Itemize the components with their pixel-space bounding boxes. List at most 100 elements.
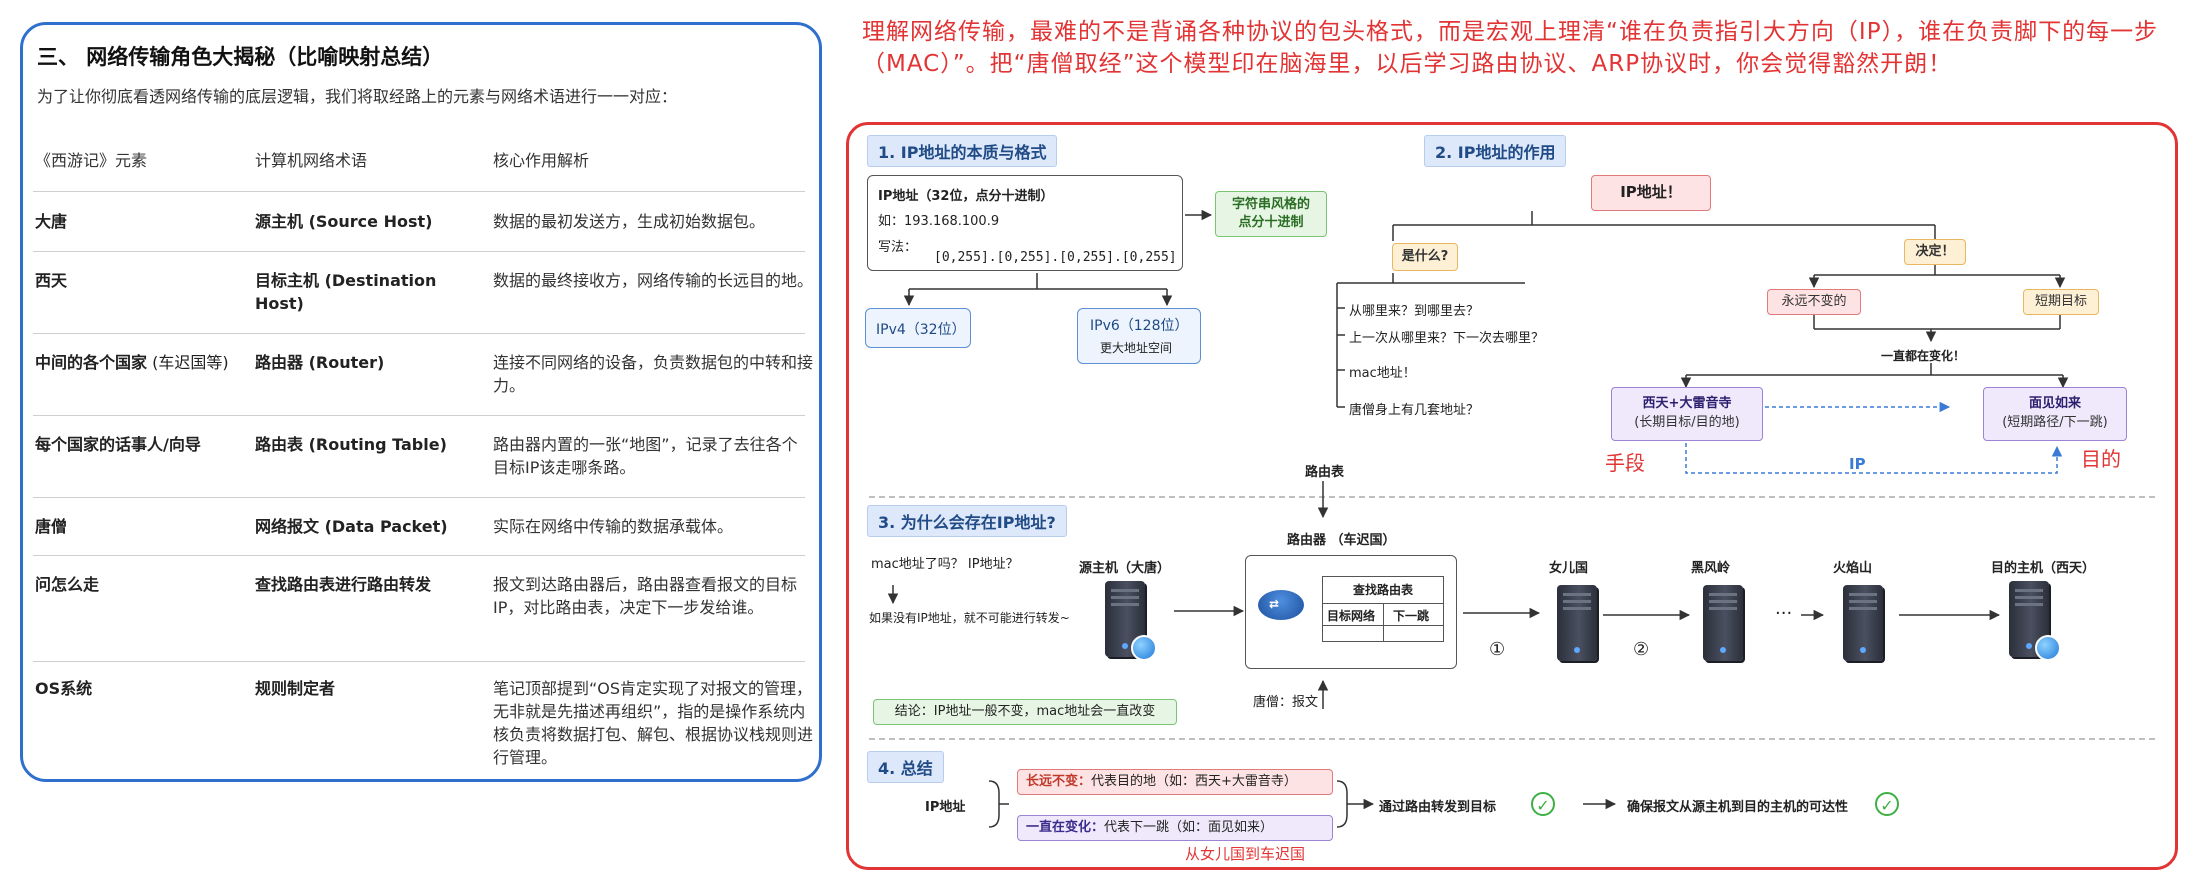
summary-forever-box: 长远不变：代表目的地（如：西天+大雷音寺） xyxy=(1017,769,1333,795)
table-cell-element: OS系统 xyxy=(35,679,93,698)
server-heifengling-icon xyxy=(1703,585,1743,661)
hand-label-goal: 目的 xyxy=(2081,447,2121,471)
monk-packet-label: 唐僧：报文 xyxy=(1253,695,1319,710)
ip-syntax-format: [0,255].[0,255].[0,255].[0,255] xyxy=(934,250,1177,265)
table-cell-element: 中间的各个国家 (车迟国等) xyxy=(35,351,235,374)
row-divider xyxy=(33,191,805,192)
table-cell-explain: 路由器内置的一张“地图”，记录了去往各个目标IP该走哪条路。 xyxy=(493,435,798,477)
summary-step-2: 确保报文从源主机到目的主机的可达性 xyxy=(1627,800,1849,815)
table-cell-term: 路由器 (Router) xyxy=(255,353,385,372)
what-node: 是什么? xyxy=(1392,243,1458,271)
header-explanation: 核心作用解析 xyxy=(493,151,590,170)
table-cell-explain: 实际在网络中传输的数据承载体。 xyxy=(493,517,734,536)
section-2-title: 2. IP地址的作用 xyxy=(1424,135,1567,167)
section-intro: 为了让你彻底看透网络传输的底层逻辑，我们将取经路上的元素与网络术语进行一一对应： xyxy=(37,87,678,106)
table-cell-term: 源主机 (Source Host) xyxy=(255,212,433,231)
table-cell-element: 每个国家的话事人/向导 xyxy=(35,435,201,454)
summary-step-1: 通过路由转发到目标 xyxy=(1379,800,1497,815)
globe-icon xyxy=(2035,635,2061,661)
hand-note-route: 从女儿国到车迟国 xyxy=(1185,845,1306,863)
table-cell-element: 唐僧 xyxy=(35,517,68,536)
table-cell-explain: 数据的最终接收方，网络传输的长远目的地。 xyxy=(493,271,814,290)
cell-main: 中间的各个国家 xyxy=(35,353,148,372)
question-from-to: 从哪里来？到哪里去？ xyxy=(1349,304,1480,319)
table-cell-element: 问怎么走 xyxy=(35,575,100,594)
section-1-title: 1. IP地址的本质与格式 xyxy=(867,135,1058,167)
routing-table-title: 查找路由表 xyxy=(1352,583,1413,597)
table-cell-term: 目标主机 (Destination Host) xyxy=(255,271,437,313)
table-cell-term: 网络报文 (Data Packet) xyxy=(255,517,448,536)
summary-forever-text: 代表目的地（如：西天+大雷音寺） xyxy=(1091,774,1297,789)
ip-link-label: IP xyxy=(1849,455,1866,473)
handwritten-note: 理解网络传输，最难的不是背诵各种协议的包头格式，而是宏观上理清“谁在负责指引大方… xyxy=(862,19,2159,77)
route-table-label: 路由表 xyxy=(1305,465,1345,480)
table-cell-explain: 连接不同网络的设备，负责数据包的中转和接力。 xyxy=(493,353,814,395)
summary-ip-label: IP地址 xyxy=(925,800,966,815)
short-term-node: 短期目标 xyxy=(2023,289,2099,315)
hand-label-means: 手段 xyxy=(1605,451,1645,475)
ipv6-subtitle: 更大地址空间 xyxy=(1100,341,1173,355)
cell-sub: (车迟国等) xyxy=(147,353,229,372)
ip-root-node: IP地址！ xyxy=(1591,175,1711,211)
summary-forever-label: 长远不变： xyxy=(1026,774,1092,789)
table-cell-explain: 笔记顶部提到“OS肯定实现了对报文的管理，无非就是先描述再组织”，指的是操作系统… xyxy=(493,679,814,767)
row-divider xyxy=(33,555,805,556)
ip-format-heading: IP地址（32位，点分十进制） xyxy=(878,189,1054,204)
section-4-title: 4. 总结 xyxy=(867,751,944,783)
step-1-marker: ① xyxy=(1489,639,1506,660)
summary-change-text: 代表下一跳（如：面见如来） xyxy=(1104,820,1274,835)
west-title: 西天+大雷音寺 xyxy=(1642,396,1732,411)
string-style-tag: 字符串风格的 点分十进制 xyxy=(1215,191,1327,237)
no-ip-answer: 如果没有IP地址，就不可能进行转发~ xyxy=(869,611,1070,625)
hop-3-label: 火焰山 xyxy=(1833,561,1873,576)
row-divider xyxy=(33,333,805,334)
meet-node: 面见如来 (短期路径/下一跳) xyxy=(1983,387,2127,441)
west-node: 西天+大雷音寺 (长期目标/目的地) xyxy=(1611,387,1763,441)
row-divider xyxy=(33,497,805,498)
table-cell-element: 西天 xyxy=(35,271,68,290)
server-huoyanshan-icon xyxy=(1843,585,1883,661)
ip-diagram-panel: 1. IP地址的本质与格式 IP地址（32位，点分十进制） 如：193.168.… xyxy=(846,122,2178,870)
summary-change-box: 一直在变化：代表下一跳（如：面见如来） xyxy=(1017,815,1333,841)
ipv4-box: IPv4（32位） xyxy=(865,308,971,348)
mac-address-note: mac地址！ xyxy=(1349,366,1416,381)
step-2-marker: ② xyxy=(1633,639,1650,660)
table-cell-explain: 报文到达路由器后，路由器查看报文的目标IP，对比路由表，决定下一步发给谁。 xyxy=(493,575,798,617)
header-xiyouji: 《西游记》元素 xyxy=(35,151,148,170)
conclusion-box: 结论：IP地址一般不变，mac地址会一直改变 xyxy=(873,699,1177,725)
ipv4-label: IPv4（32位） xyxy=(876,322,966,338)
section-3-title: 3. 为什么会存在IP地址? xyxy=(867,505,1067,537)
forever-node: 永远不变的 xyxy=(1767,289,1861,315)
router-icon: ⇄ xyxy=(1258,590,1304,620)
routing-table-box: 查找路由表 目标网络 下一跳 xyxy=(1322,576,1444,642)
row-divider xyxy=(33,251,805,252)
check-icon: ✓ xyxy=(1875,792,1899,816)
west-subtitle: (长期目标/目的地) xyxy=(1634,415,1740,430)
table-cell-term: 查找路由表进行路由转发 xyxy=(255,575,432,594)
header-network-term: 计算机网络术语 xyxy=(255,151,368,170)
changing-label: 一直都在变化！ xyxy=(1881,349,1966,363)
globe-icon xyxy=(1131,635,1157,661)
source-server-icon xyxy=(1105,581,1145,657)
ip-syntax-label: 写法： xyxy=(878,240,918,255)
ip-format-box: IP地址（32位，点分十进制） 如：193.168.100.9 写法： [0,2… xyxy=(867,175,1183,271)
meet-subtitle: (短期路径/下一跳) xyxy=(2002,415,2108,430)
row-divider xyxy=(33,661,805,662)
hop-1-label: 女儿国 xyxy=(1549,561,1589,576)
diagram-connectors xyxy=(869,209,2159,828)
table-cell-term: 路由表 (Routing Table) xyxy=(255,435,447,454)
hop-2-label: 黑风岭 xyxy=(1691,561,1731,576)
ipv6-label: IPv6（128位） xyxy=(1090,318,1189,334)
server-nvguo-icon xyxy=(1557,585,1597,661)
question-addresses: 唐僧身上有几套地址？ xyxy=(1349,403,1480,418)
check-icon: ✓ xyxy=(1531,792,1555,816)
router-box: ⇄ 查找路由表 目标网络 下一跳 xyxy=(1245,555,1457,669)
routing-col-nexthop: 下一跳 xyxy=(1393,609,1430,623)
source-host-label: 源主机（大唐） xyxy=(1079,561,1171,576)
section-title: 三、 网络传输角色大揭秘（比喻映射总结） xyxy=(37,45,444,69)
summary-change-label: 一直在变化： xyxy=(1026,820,1105,835)
destination-host-label: 目的主机（西天） xyxy=(1991,561,2096,576)
ellipsis: ··· xyxy=(1775,603,1793,624)
ipv6-box: IPv6（128位） 更大地址空间 xyxy=(1077,308,1201,364)
summary-table-card: 三、 网络传输角色大揭秘（比喻映射总结） 为了让你彻底看透网络传输的底层逻辑，我… xyxy=(20,22,822,782)
